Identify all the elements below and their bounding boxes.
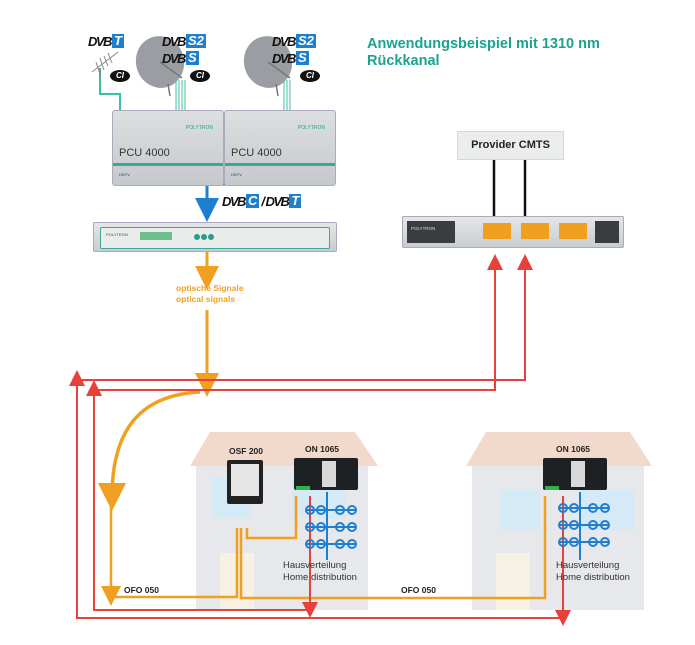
brand-logo: POLYTRON <box>106 232 128 237</box>
optical-signals-label: optische Signale optical signals <box>176 283 244 305</box>
title-line-1: Anwendungsbeispiel mit 1310 nm <box>367 36 600 52</box>
home-distribution-label-1: Hausverteilung Home distribution <box>283 560 357 584</box>
device-label-plate <box>231 464 259 496</box>
ofo-050-label-1: OFO 050 <box>124 585 159 595</box>
device-label: PCU 4000 <box>119 147 170 159</box>
return-path-2 <box>76 254 564 619</box>
antenna-cable <box>99 68 121 112</box>
ci-badge-2: CI <box>190 70 210 82</box>
pcu-4000-right: POLYTRON PCU 4000 HDTV <box>224 110 336 186</box>
ci-badge-1: CI <box>110 70 130 82</box>
accent-stripe <box>113 163 223 166</box>
port-3 <box>559 223 587 239</box>
optical-label-en: optical signals <box>176 294 236 304</box>
distribution-label-en: Home distribution <box>283 572 357 583</box>
dish-cables-left <box>175 80 186 112</box>
device-label: PCU 4000 <box>231 147 282 159</box>
lcd-display <box>140 232 172 240</box>
model-tag: HDTV <box>119 172 130 177</box>
brand-logo: POLYTRON <box>297 125 325 131</box>
fiber-to-on1065-1 <box>245 496 298 540</box>
on-1065-label-2: ON 1065 <box>556 444 591 454</box>
accent-stripe <box>225 163 335 166</box>
nav-button-right[interactable] <box>208 234 214 240</box>
optical-curve <box>98 390 201 511</box>
home-distribution-label-2: Hausverteilung Home distribution <box>556 560 630 584</box>
house-2 <box>466 432 652 610</box>
brand-logo: POLYTRON <box>185 125 213 131</box>
diagram-title: Anwendungsbeispiel mit 1310 nm Rückkanal <box>367 36 600 70</box>
house-2-roof <box>466 432 652 466</box>
nav-button-left[interactable] <box>194 234 200 240</box>
on-1065-device-1 <box>294 458 358 490</box>
ofo-050-label-2: OFO 050 <box>401 585 436 595</box>
fiber-connectors <box>545 486 559 490</box>
home-distribution-tree-2 <box>558 492 610 560</box>
left-panel <box>407 221 455 243</box>
ci-badge-3: CI <box>300 70 320 82</box>
brand-logo: POLYTRON <box>411 226 436 231</box>
optical-transmitter: POLYTRON <box>93 222 337 252</box>
home-distribution-tree-1 <box>305 492 357 560</box>
optical-return-receiver: POLYTRON <box>402 216 624 248</box>
house-1-roof <box>190 432 378 466</box>
house-2-window <box>500 490 540 530</box>
osf-200-label: OSF 200 <box>229 446 264 456</box>
terrestrial-antenna-icon <box>91 51 119 78</box>
return-path-1 <box>93 254 503 611</box>
on-1065-label-1: ON 1065 <box>305 444 340 454</box>
fiber-ofo050-2 <box>239 496 547 600</box>
nav-button-ok[interactable] <box>201 234 207 240</box>
osf-200-device <box>227 460 263 504</box>
satellite-dish-left-icon <box>135 36 185 97</box>
pcu-4000-left: POLYTRON PCU 4000 HDTV <box>112 110 224 186</box>
fiber-ofo050-1 <box>109 505 239 599</box>
fiber-connectors <box>296 486 310 490</box>
right-panel <box>595 221 619 243</box>
distribution-label-de: Hausverteilung <box>283 560 347 571</box>
dish-cables-right <box>283 80 291 112</box>
front-panel <box>100 227 330 249</box>
device-label-plate <box>571 461 585 487</box>
distribution-label-en: Home distribution <box>556 572 630 583</box>
optical-label-de: optische Signale <box>176 283 244 293</box>
provider-cmts-box: Provider CMTS <box>457 131 564 160</box>
on-1065-device-2 <box>543 458 607 490</box>
title-line-2: Rückkanal <box>367 53 440 69</box>
satellite-dish-right-icon <box>243 36 293 97</box>
distribution-label-de: Hausverteilung <box>556 560 620 571</box>
port-2 <box>521 223 549 239</box>
port-1 <box>483 223 511 239</box>
model-tag: HDTV <box>231 172 242 177</box>
device-label-plate <box>322 461 336 487</box>
house-2-door <box>496 553 530 610</box>
